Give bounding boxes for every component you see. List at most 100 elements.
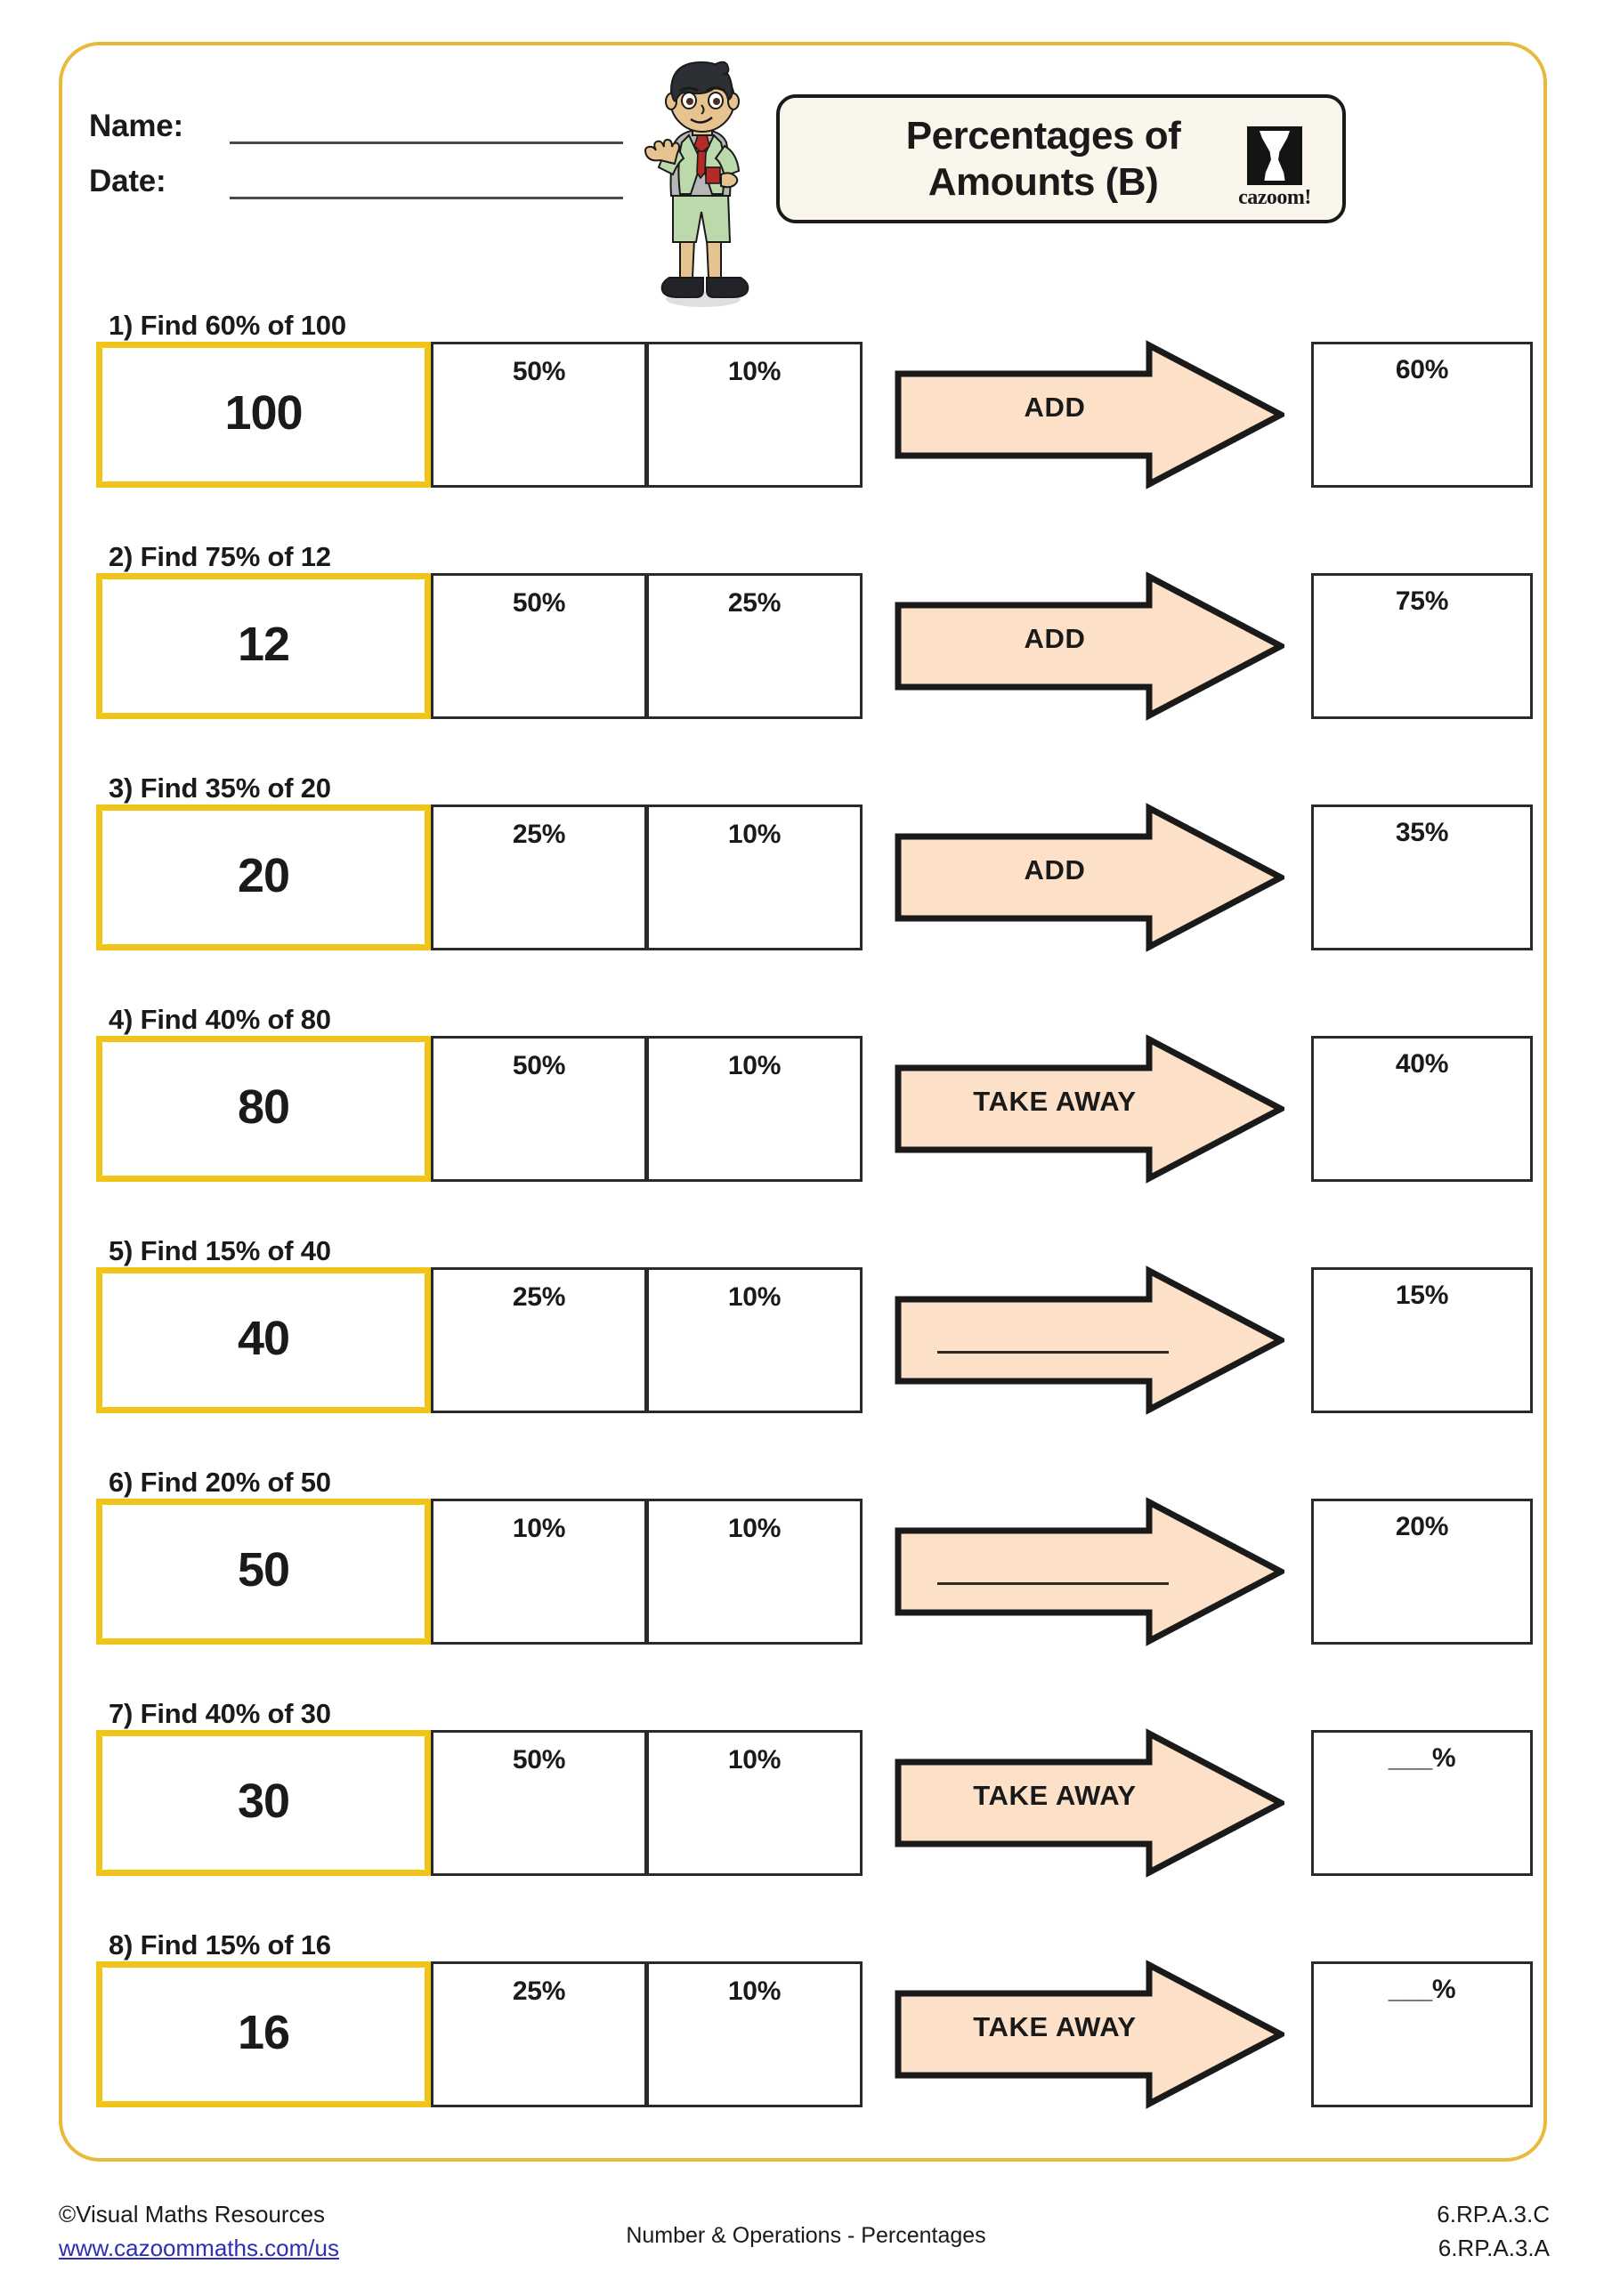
amount-box: 50 [96,1499,431,1645]
cazoom-hourglass-icon [1247,126,1302,185]
operation-arrow: ADD [895,803,1284,952]
step2-box[interactable]: 10% [646,342,863,488]
step1-percent-label: 25% [512,820,566,849]
step1-percent-label: 50% [512,1745,566,1775]
amount-box: 16 [96,1961,431,2107]
name-label: Name: [89,109,183,143]
operation-arrow: ADD [895,340,1284,489]
step1-box[interactable]: 10% [431,1499,647,1645]
step1-box[interactable]: 25% [431,804,647,950]
right-arrow-icon [895,1497,1284,1646]
answer-percent-label: 60% [1395,355,1449,384]
step2-box[interactable]: 10% [646,1036,863,1182]
right-arrow-icon [895,803,1284,952]
answer-box[interactable]: 15% [1311,1267,1533,1413]
name-input-line[interactable] [230,115,623,144]
step2-percent-label: 10% [727,1977,782,2006]
right-arrow-icon [895,340,1284,489]
operation-arrow: ADD [895,571,1284,721]
step2-box[interactable]: 25% [646,573,863,719]
operation-blank-line[interactable] [937,1351,1169,1354]
answer-box[interactable]: 60% [1311,342,1533,488]
step2-box[interactable]: 10% [646,1730,863,1876]
step1-box[interactable]: 50% [431,342,647,488]
question-text: 1) Find 60% of 100 [109,310,346,341]
answer-box[interactable]: ___% [1311,1730,1533,1876]
right-arrow-icon [895,1034,1284,1184]
step2-box[interactable]: 10% [646,804,863,950]
answer-box[interactable]: ___% [1311,1961,1533,2107]
right-arrow-icon [895,571,1284,721]
step1-percent-label: 50% [512,1051,566,1080]
step1-percent-label: 50% [512,357,566,386]
operation-arrow: TAKE AWAY [895,1034,1284,1184]
answer-percent-label: 40% [1395,1049,1449,1079]
step2-percent-label: 10% [727,820,782,849]
standard-code-2: 6.RP.A.3.A [1438,2234,1550,2261]
operation-arrow [895,1497,1284,1646]
operation-label: ADD [1024,392,1086,423]
step2-percent-label: 10% [727,1745,782,1775]
amount-value: 12 [237,618,290,671]
question-text: 6) Find 20% of 50 [109,1467,331,1498]
date-input-line[interactable] [230,170,623,199]
operation-label: TAKE AWAY [973,1780,1137,1811]
name-date-block: Name: Date: [89,109,623,219]
amount-value: 80 [237,1080,290,1134]
worksheet-footer: ©Visual Maths Resources www.cazoommaths.… [0,2198,1612,2296]
page-title: Percentages of Amounts (B) [905,114,1181,204]
problem-row: 1) Find 60% of 100 100 50% 10% ADD 60% [0,310,1612,541]
step1-percent-label: 50% [512,588,566,618]
amount-box: 20 [96,804,431,950]
operation-arrow [895,1265,1284,1415]
step2-percent-label: 10% [727,1282,782,1312]
answer-box[interactable]: 35% [1311,804,1533,950]
operation-arrow: TAKE AWAY [895,1960,1284,2109]
amount-box: 12 [96,573,431,719]
answer-box[interactable]: 40% [1311,1036,1533,1182]
question-text: 4) Find 40% of 80 [109,1004,331,1035]
operation-label: TAKE AWAY [973,1086,1137,1117]
step2-percent-label: 25% [727,588,782,618]
question-text: 3) Find 35% of 20 [109,772,331,804]
website-link[interactable]: www.cazoommaths.com/us [59,2234,339,2261]
operation-label: TAKE AWAY [973,2011,1137,2042]
step1-box[interactable]: 50% [431,1730,647,1876]
operation-label: ADD [1024,623,1086,654]
step2-box[interactable]: 10% [646,1961,863,2107]
problem-row: 4) Find 40% of 80 80 50% 10% TAKE AWAY 40% [0,1004,1612,1235]
step1-box[interactable]: 50% [431,1036,647,1182]
amount-value: 100 [224,386,303,440]
answer-box[interactable]: 75% [1311,573,1533,719]
right-arrow-icon [895,1265,1284,1415]
date-row: Date: [89,164,623,199]
answer-percent-label: 35% [1395,818,1449,847]
cazoom-wordmark: cazoom! [1238,186,1311,209]
footer-topic: Number & Operations - Percentages [626,2223,986,2248]
question-text: 7) Find 40% of 30 [109,1698,331,1729]
answer-percent-label: ___% [1388,1743,1456,1773]
operation-arrow: TAKE AWAY [895,1728,1284,1878]
step1-box[interactable]: 25% [431,1267,647,1413]
name-row: Name: [89,109,623,144]
step2-box[interactable]: 10% [646,1499,863,1645]
answer-box[interactable]: 20% [1311,1499,1533,1645]
step2-box[interactable]: 10% [646,1267,863,1413]
amount-box: 80 [96,1036,431,1182]
step1-percent-label: 10% [512,1514,566,1543]
step1-percent-label: 25% [512,1282,566,1312]
step1-box[interactable]: 50% [431,573,647,719]
answer-percent-label: 20% [1395,1512,1449,1541]
operation-label: ADD [1024,854,1086,885]
operation-blank-line[interactable] [937,1582,1169,1585]
step1-box[interactable]: 25% [431,1961,647,2107]
worksheet-header: Name: Date: [0,53,1612,320]
answer-percent-label: ___% [1388,1975,1456,2004]
standard-code-1: 6.RP.A.3.C [1437,2201,1550,2227]
amount-value: 40 [237,1312,290,1365]
